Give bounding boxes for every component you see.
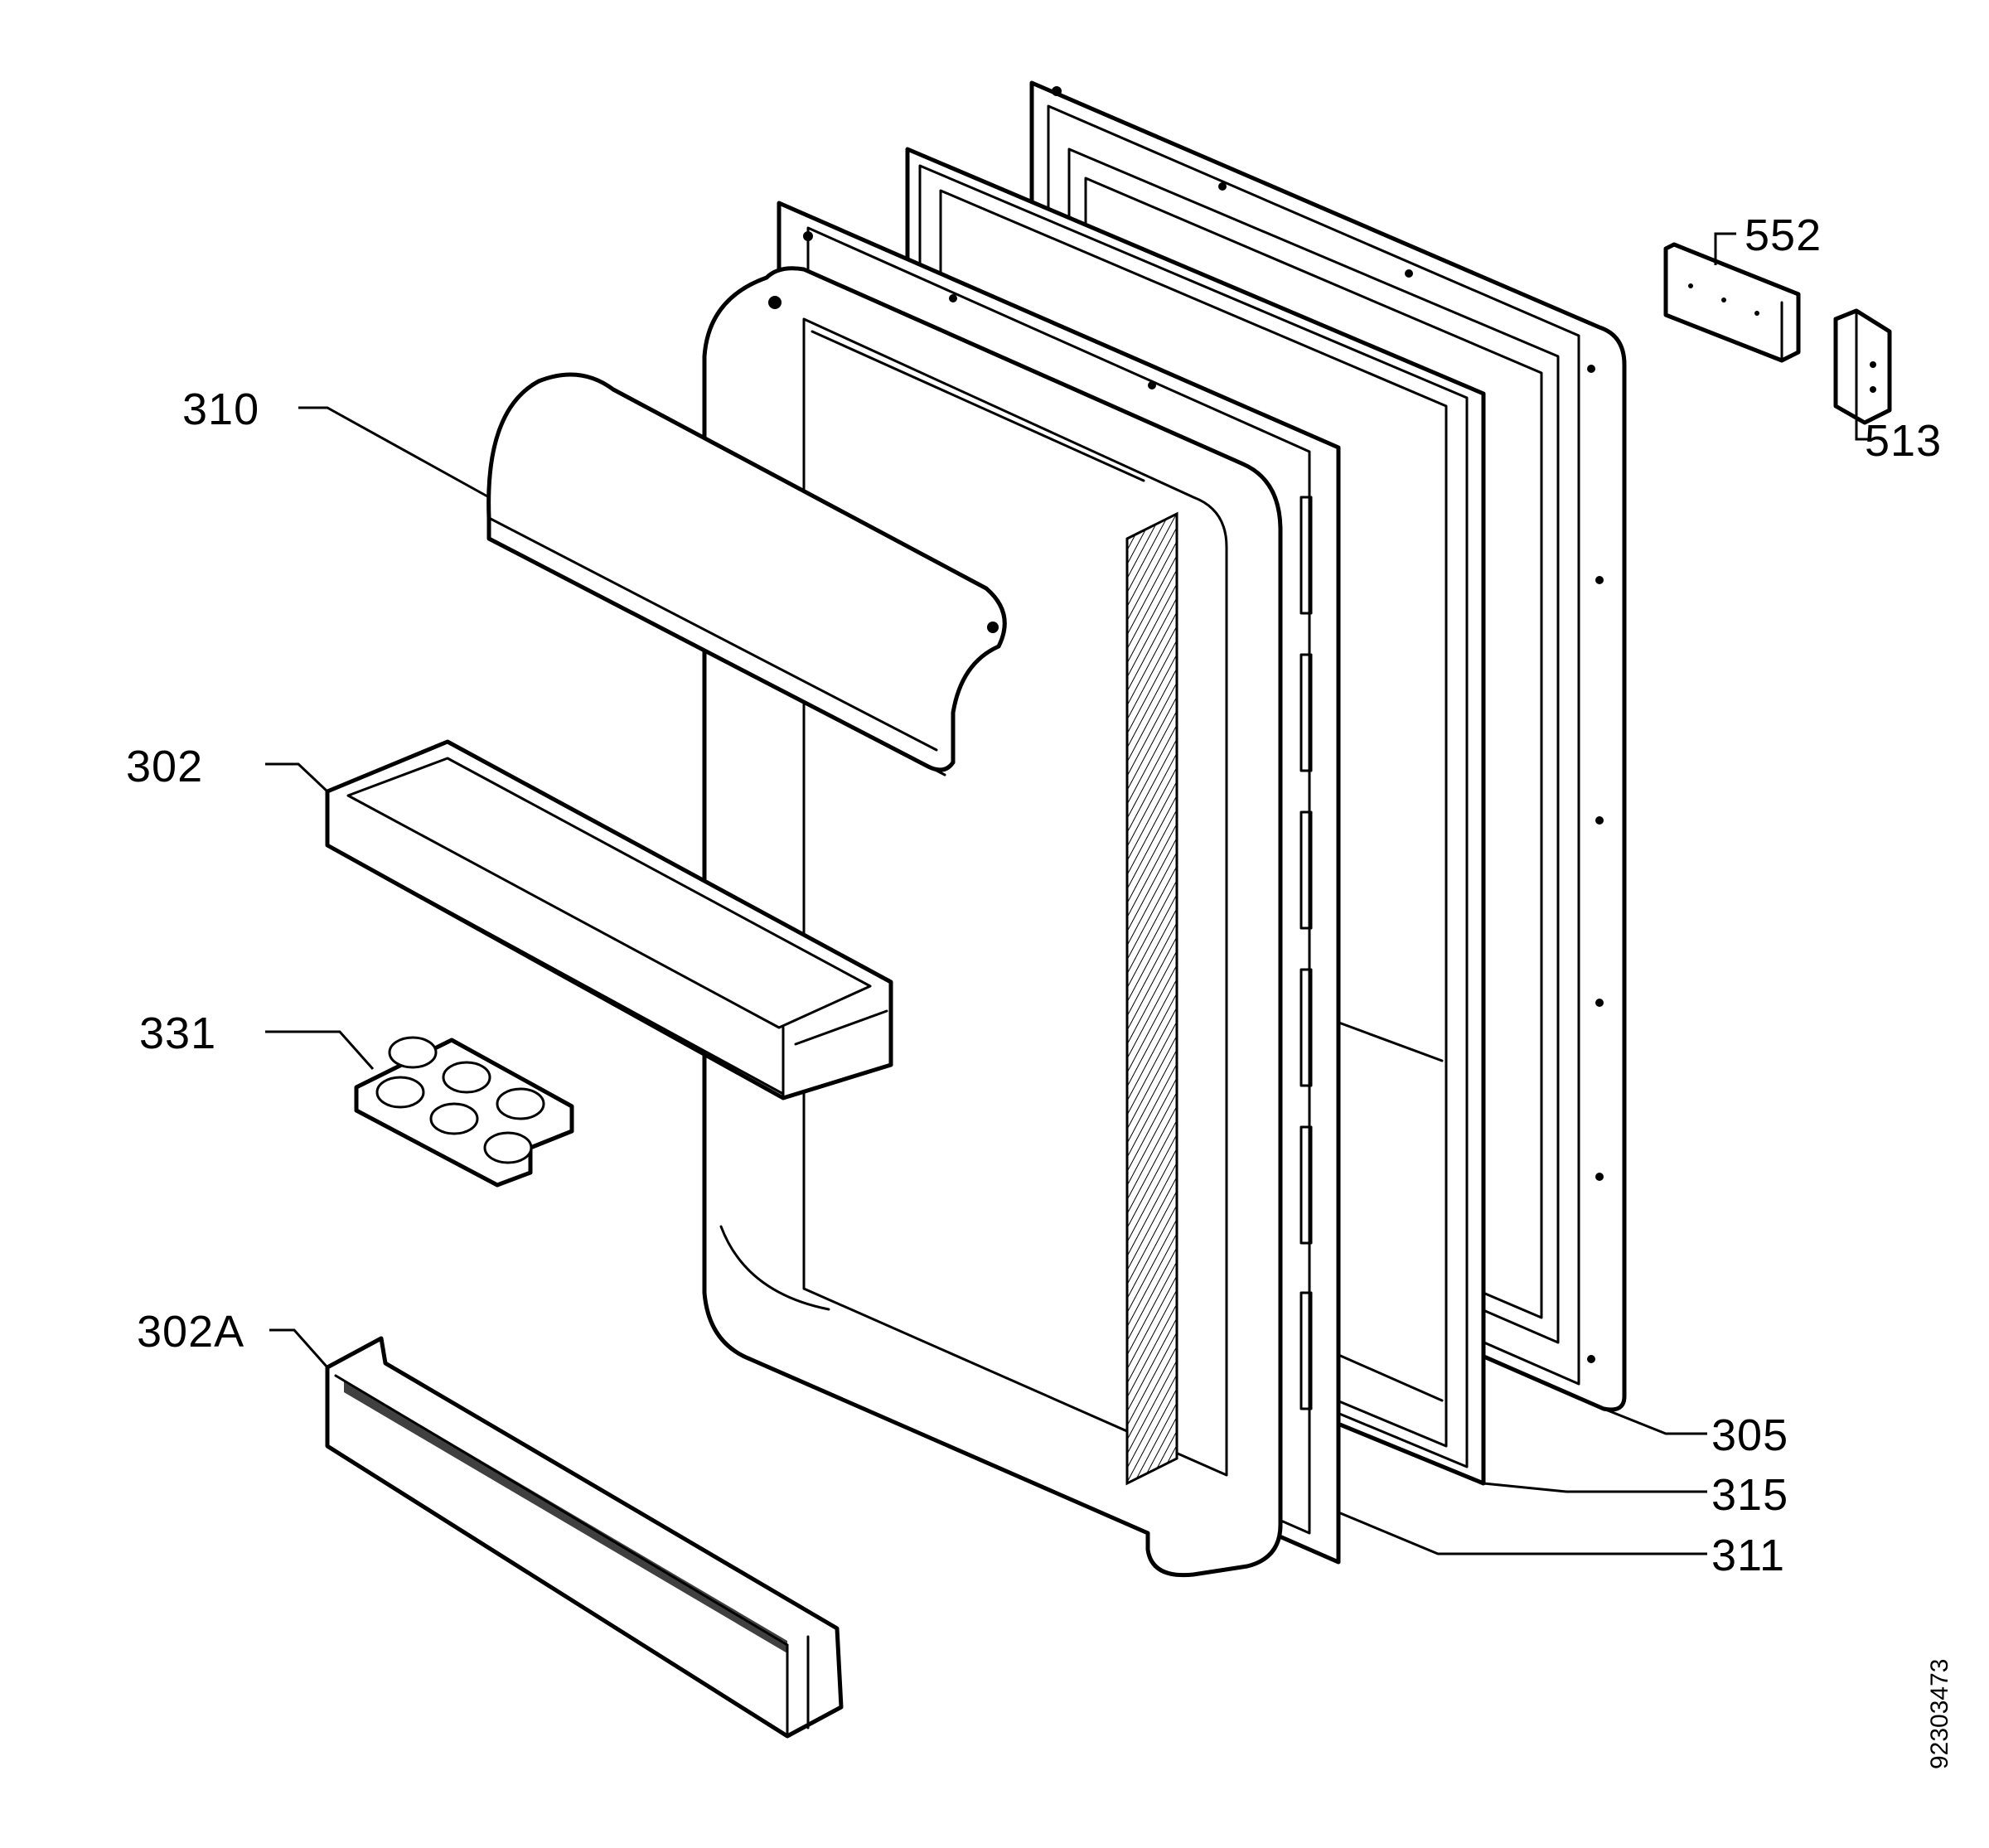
bottle-shelf-302a (325, 1336, 844, 1739)
label-302a: 302A (137, 1307, 244, 1357)
document-number: 92303473 (1926, 1659, 1953, 1769)
label-513: 513 (1865, 416, 1942, 466)
door-liner (702, 266, 1283, 1578)
door-shelf-302 (325, 739, 893, 1101)
part-labels: 310 302 331 302A 552 513 305 315 311 (126, 210, 1942, 1580)
hinge-cover-552 (1663, 242, 1801, 363)
hinge-bracket-513 (1833, 308, 1892, 425)
label-311: 311 (1711, 1531, 1785, 1580)
label-315: 315 (1711, 1470, 1788, 1520)
leader-lines (265, 232, 1869, 1555)
label-302: 302 (126, 742, 203, 791)
label-305: 305 (1711, 1410, 1788, 1460)
label-310: 310 (182, 385, 259, 434)
label-552: 552 (1745, 210, 1822, 260)
label-331: 331 (139, 1009, 216, 1058)
egg-tray-331 (354, 1036, 574, 1188)
top-shelf-310 (486, 372, 1007, 776)
